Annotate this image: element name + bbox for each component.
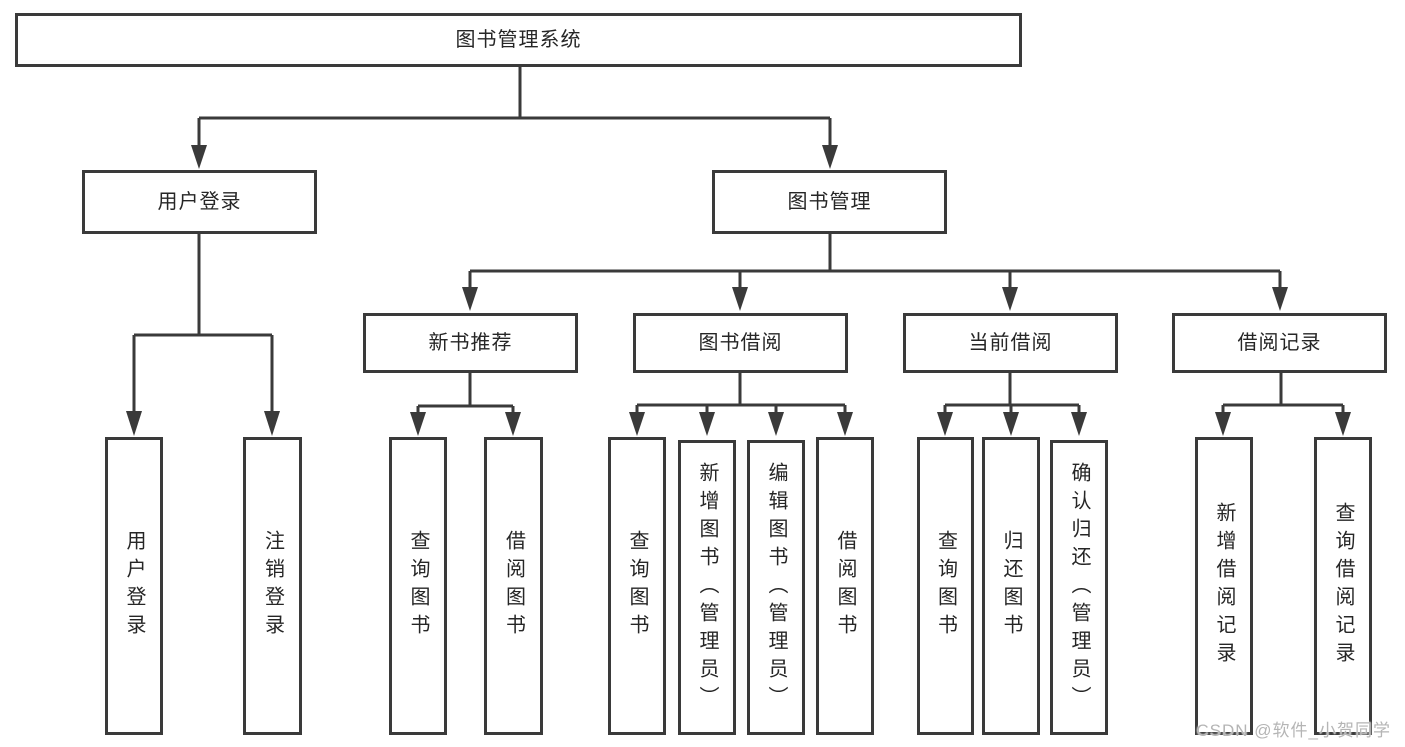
leaf-confirm-return-admin: 确认归还（管理员） [1050, 440, 1108, 735]
leaf-user-login-label: 用户登录 [123, 530, 145, 642]
leaf-borrow-books-label: 借阅图书 [834, 530, 856, 642]
node-user-login: 用户登录 [82, 170, 317, 234]
connector-user-login-to-leaves [126, 234, 280, 436]
connector-new-book-recommend-to-leaves [410, 373, 521, 436]
leaf-query-books-current-label: 查询图书 [934, 530, 957, 642]
node-borrow-records: 借阅记录 [1172, 313, 1387, 373]
leaf-query-books-borrow-label: 查询图书 [626, 530, 648, 642]
connector-borrow-records-to-leaves [1215, 373, 1351, 436]
leaf-return-book: 归还图书 [982, 437, 1040, 735]
node-book-borrow-label: 图书借阅 [698, 332, 783, 354]
node-root-label: 图书管理系统 [455, 29, 582, 51]
node-root: 图书管理系统 [15, 13, 1022, 67]
leaf-logout-label: 注销登录 [261, 530, 284, 642]
leaf-borrow-books-recommend-label: 借阅图书 [502, 530, 525, 642]
node-current-borrow: 当前借阅 [903, 313, 1118, 373]
node-new-book-recommend-label: 新书推荐 [428, 332, 513, 354]
leaf-query-books-borrow: 查询图书 [608, 437, 666, 735]
leaf-add-borrow-record: 新增借阅记录 [1195, 437, 1253, 735]
leaf-query-books-recommend: 查询图书 [389, 437, 447, 735]
connector-current-borrow-to-leaves [937, 373, 1087, 436]
leaf-borrow-books: 借阅图书 [816, 437, 874, 735]
leaf-edit-book-admin: 编辑图书（管理员） [747, 440, 805, 735]
connector-book-management-to-level3 [462, 234, 1288, 311]
watermark-text: CSDN @软件_小贺同学 [1196, 721, 1391, 740]
leaf-user-login: 用户登录 [105, 437, 163, 735]
leaf-add-book-admin-label: 新增图书（管理员） [696, 461, 718, 714]
leaf-query-books-current: 查询图书 [917, 437, 974, 735]
leaf-confirm-return-admin-label: 确认归还（管理员） [1068, 461, 1090, 714]
node-borrow-records-label: 借阅记录 [1237, 332, 1322, 354]
node-book-borrow: 图书借阅 [633, 313, 848, 373]
node-book-management-label: 图书管理 [787, 191, 872, 213]
connector-root-to-level2 [191, 67, 838, 169]
connector-book-borrow-to-leaves [629, 373, 853, 436]
leaf-logout: 注销登录 [243, 437, 302, 735]
leaf-borrow-books-recommend: 借阅图书 [484, 437, 543, 735]
node-book-management: 图书管理 [712, 170, 947, 234]
node-current-borrow-label: 当前借阅 [968, 332, 1053, 354]
leaf-query-borrow-record-label: 查询借阅记录 [1332, 502, 1354, 670]
leaf-query-borrow-record: 查询借阅记录 [1314, 437, 1372, 735]
leaf-query-books-recommend-label: 查询图书 [407, 530, 429, 642]
node-new-book-recommend: 新书推荐 [363, 313, 578, 373]
leaf-add-book-admin: 新增图书（管理员） [678, 440, 736, 735]
node-user-login-label: 用户登录 [157, 191, 242, 213]
leaf-return-book-label: 归还图书 [1000, 530, 1022, 642]
leaf-edit-book-admin-label: 编辑图书（管理员） [765, 461, 787, 714]
leaf-add-borrow-record-label: 新增借阅记录 [1213, 502, 1235, 670]
